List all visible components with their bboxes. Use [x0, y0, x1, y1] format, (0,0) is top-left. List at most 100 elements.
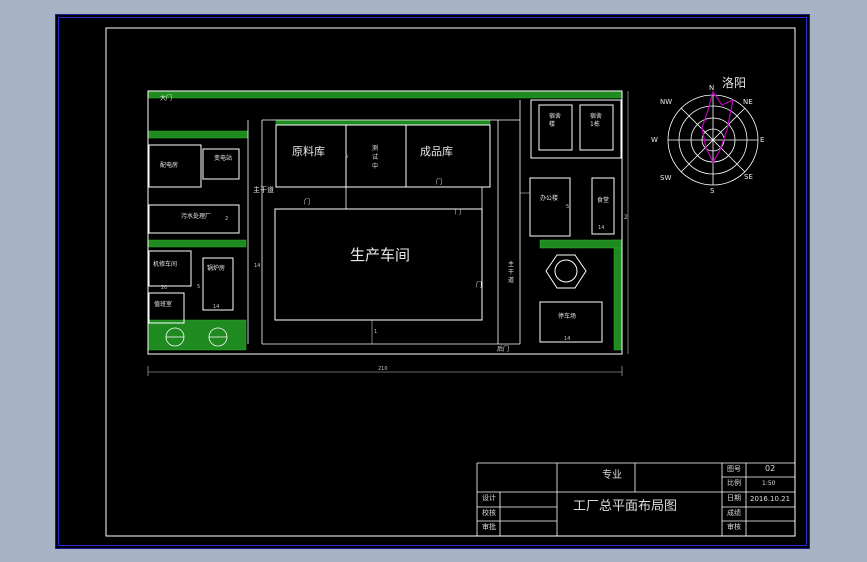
- dim-8: 14: [564, 336, 571, 342]
- trees: [165, 327, 228, 347]
- dorm2-label: 宿舍: [590, 113, 603, 120]
- dim-3: 1: [374, 329, 378, 335]
- water-label: 变电站: [214, 155, 233, 162]
- tb-score-label: 成绩: [727, 509, 741, 517]
- office-label: 办公楼: [540, 195, 559, 202]
- dorm1-label: 宿舍: [549, 113, 562, 120]
- vertical-dimension: 2: [624, 214, 628, 221]
- sewage-label: 污水处理厂: [181, 213, 212, 220]
- gate-left-label: 大门: [160, 95, 173, 102]
- dim-6: 14: [213, 304, 220, 310]
- dorm-zone: [530, 99, 622, 159]
- compass-rose: [667, 94, 759, 186]
- water-building: [202, 148, 240, 180]
- repair-building: [148, 250, 192, 287]
- dorm2-sub-label: 1栋: [590, 121, 600, 128]
- center-label-b: 试: [372, 154, 379, 161]
- green-right-top: [539, 239, 623, 249]
- dim-5: 14: [254, 263, 261, 269]
- dim-2: 5: [566, 204, 570, 210]
- title-block-lines: [476, 462, 795, 536]
- guard-label: 值班室: [154, 301, 173, 308]
- green-workshop-top: [275, 119, 491, 126]
- tb-drawing-title: 工厂总平面布局图: [573, 499, 678, 514]
- door-b-label: 门: [455, 209, 462, 216]
- distribution-label: 配电房: [160, 162, 179, 169]
- hexagon-plaza: [545, 254, 587, 289]
- parking-label: 停车场: [558, 313, 577, 320]
- compass-city-label: 洛阳: [722, 76, 747, 90]
- door-c-label: 门: [436, 179, 443, 186]
- dorm2-building: [579, 104, 614, 151]
- gate-right-label: 后门: [497, 346, 510, 353]
- repair-label: 机修车间: [153, 261, 178, 268]
- green-left-bottom: [147, 319, 247, 351]
- compass-s: S: [710, 187, 715, 195]
- dim-7: 20: [161, 285, 168, 291]
- tb-sheet-label: 图号: [727, 465, 741, 473]
- compass-se: SE: [744, 173, 753, 181]
- compass-w: W: [651, 136, 658, 144]
- door-d-label: 门: [476, 282, 483, 289]
- tb-review-label: 审核: [727, 523, 741, 531]
- green-belt: [147, 90, 623, 351]
- green-left-top: [147, 130, 249, 139]
- main-road-left-label: 主干道: [253, 186, 274, 194]
- compass-e: E: [760, 136, 765, 144]
- green-right: [613, 239, 623, 351]
- distribution-building: [148, 144, 202, 188]
- parking-building: [539, 301, 603, 343]
- canteen-building: [591, 177, 615, 235]
- dimension-lines: [147, 91, 629, 376]
- roads: [247, 100, 521, 345]
- tb-date-value: 2016.10.21: [750, 495, 791, 503]
- drawing-sheet: [55, 14, 810, 549]
- wind-rose-shape: [701, 90, 734, 164]
- finished-storage-label: 成品库: [420, 145, 453, 158]
- dim-4: 2: [225, 216, 229, 222]
- compass-n: N: [709, 84, 715, 92]
- dim-1: 5: [345, 154, 349, 160]
- sewage-building: [148, 204, 240, 234]
- door-a-label: 门: [304, 199, 311, 206]
- tb-major: 专业: [602, 470, 622, 481]
- dim-10: 14: [598, 225, 605, 231]
- center-label-c: 中: [372, 163, 379, 170]
- buildings: [148, 99, 622, 343]
- rotary: [545, 254, 587, 289]
- main-road-right-label-1: 主: [508, 261, 515, 268]
- compass-nw: NW: [660, 98, 673, 106]
- tb-scale-value: 1:50: [762, 480, 776, 487]
- workshop-building: [274, 208, 483, 321]
- dim-9: 5: [197, 284, 201, 290]
- fountain: [554, 259, 578, 283]
- boiler-label: 锅炉房: [207, 265, 226, 272]
- boiler-building: [202, 257, 234, 311]
- workshop-label: 生产车间: [350, 246, 411, 264]
- sheet-frame: [58, 17, 807, 546]
- site-outline: [147, 90, 623, 355]
- overall-dimension: 210: [378, 366, 388, 372]
- guard-building: [148, 292, 185, 324]
- main-road-right-label-2: 干: [508, 269, 515, 276]
- dorm1-building: [538, 104, 573, 151]
- center-label-a: 测: [372, 145, 379, 152]
- canteen-label: 食堂: [597, 197, 610, 204]
- green-left-mid: [147, 239, 247, 248]
- finished-storage-building: [405, 124, 491, 188]
- tb-designer: 设计: [482, 494, 496, 502]
- tb-date-label: 日期: [727, 494, 741, 502]
- tb-sheet-value: 02: [765, 464, 776, 473]
- inner-border: [105, 27, 796, 537]
- compass-ne: NE: [743, 98, 753, 106]
- tb-proofreader: 校核: [482, 509, 496, 517]
- dorm1-sub-label: 楼: [549, 121, 556, 128]
- green-top: [147, 90, 623, 99]
- tb-approver: 审批: [482, 523, 496, 531]
- compass-sw: SW: [660, 174, 672, 182]
- main-road-right-label-3: 道: [508, 277, 515, 284]
- office-building: [529, 177, 571, 237]
- raw-storage-label: 原料库: [292, 145, 325, 158]
- tb-scale-label: 比例: [727, 479, 741, 487]
